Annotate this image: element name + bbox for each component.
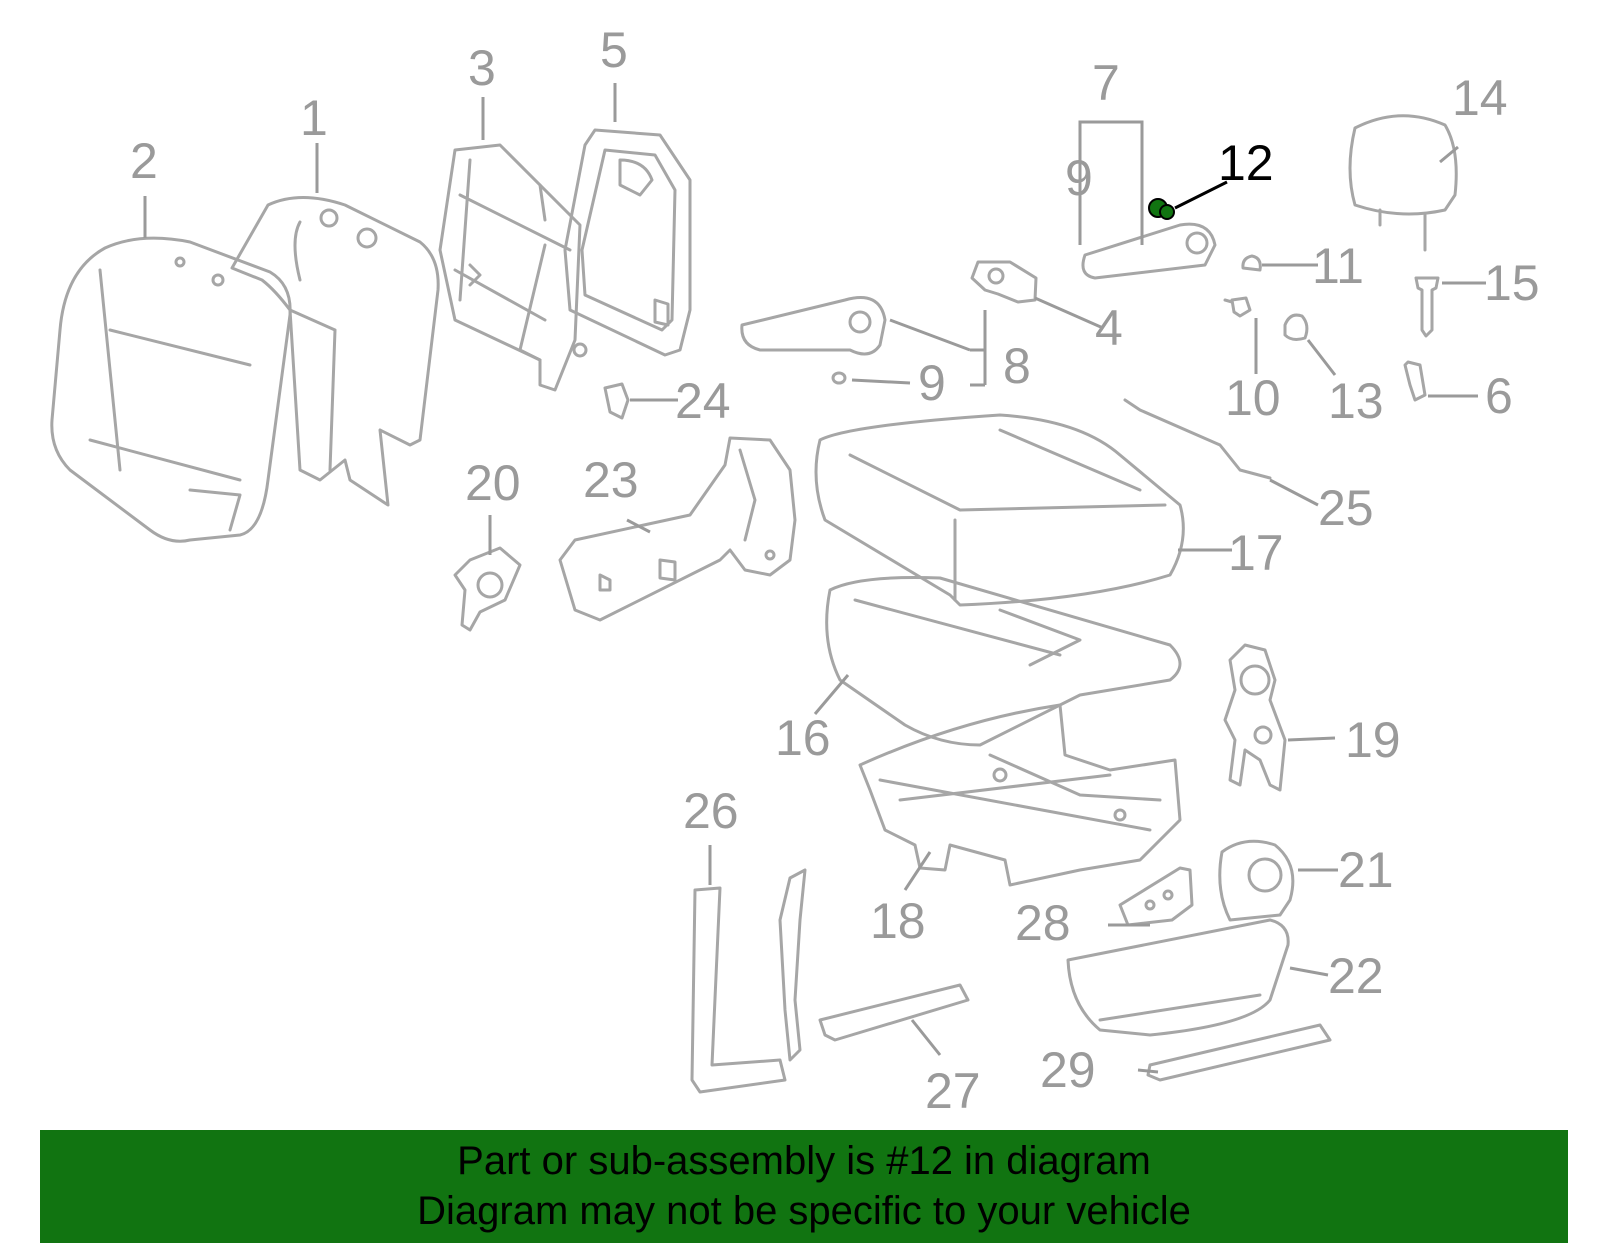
callout-23: 23 [583,452,639,508]
part-17-cushion-cover[interactable] [814,413,1185,607]
part-27-strap[interactable] [818,983,970,1042]
part-1-seatback-pad[interactable] [230,196,440,507]
callout-21: 21 [1338,842,1394,898]
part-25-rod[interactable] [1123,398,1272,480]
part-21-knob-cover[interactable] [1218,839,1295,922]
part-14-headrest[interactable] [1348,114,1458,252]
callout-22: 22 [1328,948,1384,1004]
callout-11: 11 [1312,238,1364,294]
callout-7: 7 [1092,55,1120,111]
part-18-cushion-frame[interactable] [858,703,1182,887]
banner-line-disclaimer: Diagram may not be specific to your vehi… [417,1189,1191,1233]
part-5-seatback-board[interactable] [563,128,692,357]
callout-9-lower: 9 [918,355,946,411]
callout-15: 15 [1484,255,1540,311]
callout-6: 6 [1485,368,1513,424]
callout-1: 1 [300,90,328,146]
callout-18: 18 [870,893,926,949]
callout-17: 17 [1228,525,1284,581]
part-19-recliner[interactable] [1223,643,1287,792]
callout-24: 24 [675,373,731,429]
callout-28: 28 [1015,895,1071,951]
part-12-highlighted[interactable] [1148,198,1175,220]
part-29-strap[interactable] [1146,1023,1332,1082]
part-24-clip[interactable] [603,382,630,420]
part-16-cushion-pad[interactable] [825,576,1182,747]
leader-lines [143,83,1486,1074]
part-22-side-cover[interactable] [1066,918,1290,1037]
callout-4: 4 [1095,300,1123,356]
callout-29: 29 [1040,1042,1096,1098]
part-9-cap[interactable] [831,371,847,385]
part-13-cap[interactable] [1283,313,1309,341]
callout-3: 3 [468,40,496,96]
callout-25: 25 [1318,480,1374,536]
callout-19: 19 [1345,712,1401,768]
callout-10: 10 [1225,370,1281,426]
part-20-recliner-cover[interactable] [453,546,522,632]
part-15-headrest-guide[interactable] [1414,276,1440,338]
part-7-armrest-assy[interactable] [1081,222,1217,280]
part-10-bolt[interactable] [1223,296,1252,318]
callout-9-upper: 9 [1065,150,1093,206]
part-3-seatback-frame[interactable] [438,143,588,392]
callout-5: 5 [600,22,628,78]
parts-diagram: 1 2 3 4 5 6 7 8 9 9 10 11 12 13 14 15 16… [50,22,1540,1119]
callout-2: 2 [130,133,158,189]
callout-12: 12 [1218,135,1274,191]
part-8-armrest[interactable] [740,296,887,356]
part-6-clip[interactable] [1403,360,1427,402]
callout-16: 16 [775,710,831,766]
part-4-bracket[interactable] [970,260,1038,304]
part-2-seatback-cover[interactable] [50,236,292,543]
part-11-cap[interactable] [1241,254,1262,272]
callout-14: 14 [1452,70,1508,126]
callout-labels: 1 2 3 4 5 6 7 8 9 9 10 11 12 13 14 15 16… [130,22,1540,1119]
info-banner: Part or sub-assembly is #12 in diagram D… [40,1130,1568,1243]
callout-27: 27 [925,1063,981,1119]
callout-26: 26 [683,783,739,839]
part-28-bracket[interactable] [1118,866,1194,927]
callout-13: 13 [1328,373,1384,429]
banner-line-part: Part or sub-assembly is #12 in diagram [457,1139,1151,1183]
callout-20: 20 [465,455,521,511]
part-23-side-shield[interactable] [558,436,797,622]
part-26-rail[interactable] [690,868,807,1094]
callout-8: 8 [1003,338,1031,394]
